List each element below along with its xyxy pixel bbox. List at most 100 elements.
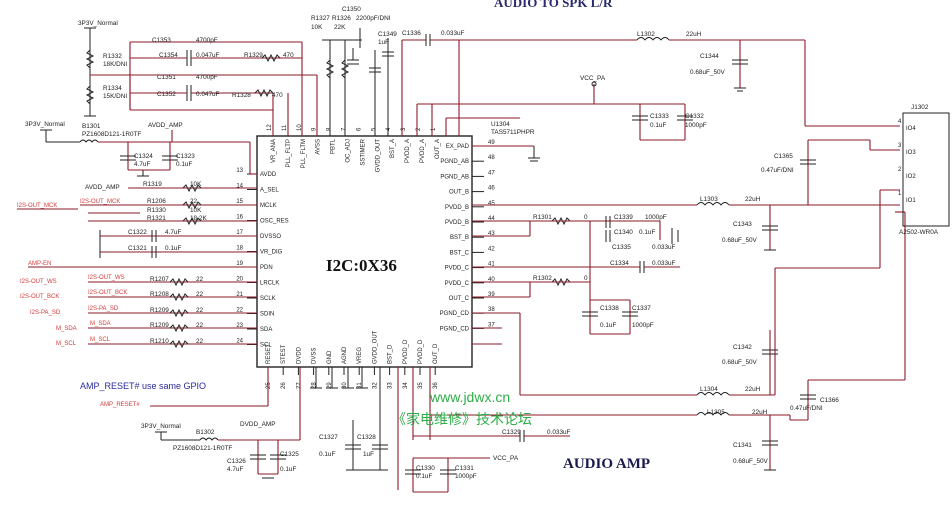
ic-pin-number: 13 (236, 168, 243, 174)
c1343-val: 0.68uF_50V (722, 237, 758, 244)
c1325-ref: C1325 (280, 451, 299, 458)
ic-pin-number: 22 (236, 308, 243, 314)
connector-pin-name: IO2 (906, 174, 916, 180)
r1327-ref: R1327 (311, 15, 330, 22)
r1329-val: 470 (283, 52, 294, 59)
net-i2s-sd-in: I2S-PA_SD (88, 306, 119, 312)
l1305-ref: L1305 (707, 409, 725, 416)
ic-pin-number: 36 (433, 382, 439, 389)
ic-pin-name: AVSS (316, 139, 322, 155)
ic-bottom-pins: RESET25STEST26DVDD27DVSS28GND29AGND30VRE… (266, 330, 439, 389)
net-m-scl-in: M_SCL (90, 337, 111, 343)
connector-pin-number: 3 (898, 143, 902, 149)
r1209-val: 22 (196, 307, 204, 314)
ic-pin-number: 24 (236, 339, 243, 345)
j1302-ref: J1302 (911, 104, 929, 111)
c1333-val: 0.1uF (650, 122, 666, 129)
c1351-val: 4700pF (196, 74, 218, 81)
connector-pin-number: 4 (898, 119, 902, 125)
net-amp-en: AMP-EN (28, 261, 51, 267)
ic-pin-number: 12 (267, 124, 273, 131)
l1304-val: 22uH (745, 386, 761, 393)
c1366-ref: C1366 (820, 397, 839, 404)
c1336-ref: C1336 (402, 30, 421, 37)
ic-pin-number: 39 (488, 292, 495, 298)
ic-pin-name: PDN (260, 265, 273, 271)
ic-part: TAS5711PHPR (491, 129, 535, 136)
c1335-val: 0.033uF (652, 244, 676, 251)
r1328-val: 470 (272, 92, 283, 99)
c1350-ref: C1350 (342, 6, 361, 13)
bottom-network: 3P3V_Normal B1302 PZ1608D121-1R0TF DVDD_… (141, 367, 650, 493)
ic-pin-name: BST_C (450, 250, 470, 256)
r1208-val: 22 (196, 291, 204, 298)
c1339-val: 1000pF (645, 214, 667, 221)
c1341-val: 0.68uF_50V (733, 458, 769, 465)
r1302-val: 0 (584, 275, 588, 282)
ic-pin-name: AVDD (260, 172, 277, 178)
ic-ref: U1304 (491, 121, 510, 128)
connector-pin-name: IO4 (906, 126, 916, 132)
ic-pin-number: 16 (236, 215, 243, 221)
ic-pin-number: 9 (312, 127, 318, 131)
ic-pin-number: 6 (356, 127, 362, 131)
c1326-val: 4.7uF (227, 466, 243, 473)
reset-note: AMP_RESET# use same GPIO (80, 381, 206, 391)
net-vcc-pa-bot: VCC_PA (493, 455, 519, 462)
r1321-ref: R1321 (147, 215, 166, 222)
ic-pin-name: GND (327, 350, 333, 364)
watermark-forum: 《家电维修》技术论坛 (392, 411, 532, 427)
ic-pin-name: PVDD_A (405, 139, 411, 163)
c1328-ref: C1328 (357, 434, 376, 441)
ic-pin-name: AGND (342, 346, 348, 364)
c1331-val: 1000pF (455, 473, 477, 480)
ic-pin-number: 28 (312, 382, 318, 389)
ic-pin-number: 15 (236, 199, 243, 205)
ic-pin-name: PLL_FLTP (286, 139, 292, 167)
ic-pin-name: LRCLK (260, 281, 279, 287)
ic-tas5711: I2C:0X36 U1304 TAS5711PHPR (256, 121, 535, 368)
c1322-val: 4.7uF (165, 229, 181, 236)
r1321-val: 18.2K (190, 215, 207, 222)
l1304-ref: L1304 (700, 386, 718, 393)
r1326-ref: R1326 (332, 15, 351, 22)
c1334-ref: C1334 (610, 260, 629, 267)
c1342-ref: C1342 (733, 344, 752, 351)
c1336-val: 0.033uF (441, 30, 465, 37)
ic-pin-name: VR_DIG (260, 250, 283, 256)
ic-pin-name: DVSSO (260, 234, 281, 240)
r1332-val: 18K/DNI (103, 61, 127, 68)
c1352-val: 0.047uF (196, 91, 220, 98)
r1210-val: 22 (196, 338, 204, 345)
ic-pin-number: 20 (236, 277, 243, 283)
c1337-ref: C1337 (632, 305, 651, 312)
ic-pin-number: 49 (488, 140, 495, 146)
r1330-ref: R1330 (147, 207, 166, 214)
ic-pin-number: 44 (488, 216, 495, 222)
connector-pin-number: 2 (898, 167, 902, 173)
r1319-ref: R1319 (143, 181, 162, 188)
r1326-val: 22K (334, 24, 346, 31)
connector-pin-name: IO3 (906, 150, 916, 156)
net-i2s-bck-in: I2S-OUT_BCK (88, 290, 127, 296)
l1305-val: 22uH (752, 409, 768, 416)
c1366-val: 0.47uF/DNI (790, 405, 823, 412)
b1302-ref: B1302 (196, 429, 215, 436)
ic-pin-number: 2 (416, 127, 422, 131)
c1352-ref: C1352 (157, 91, 176, 98)
ic-pin-name: BST_B (450, 235, 469, 241)
r1328-ref: R1328 (232, 92, 251, 99)
c1326-ref: C1326 (227, 458, 246, 465)
net-3p3v-bot: 3P3V_Normal (141, 423, 181, 430)
top-network: 3P3V_Normal R1332 18K/DNI R1334 15K/DNI … (78, 6, 900, 141)
ic-pin-number: 27 (296, 382, 302, 389)
ic-pin-name: PGND_CD (440, 326, 470, 332)
r1334-val: 15K/DNI (103, 93, 127, 100)
ic-pin-number: 30 (342, 382, 348, 389)
c1331-ref: C1331 (455, 465, 474, 472)
l1303-val: 22uH (745, 196, 761, 203)
c1340-ref: C1340 (614, 229, 633, 236)
ic-pin-name: VREG (357, 347, 363, 364)
left-network: 3P3V_Normal B1301 PZ1608D121-1R0TF AVDD_… (17, 121, 269, 408)
